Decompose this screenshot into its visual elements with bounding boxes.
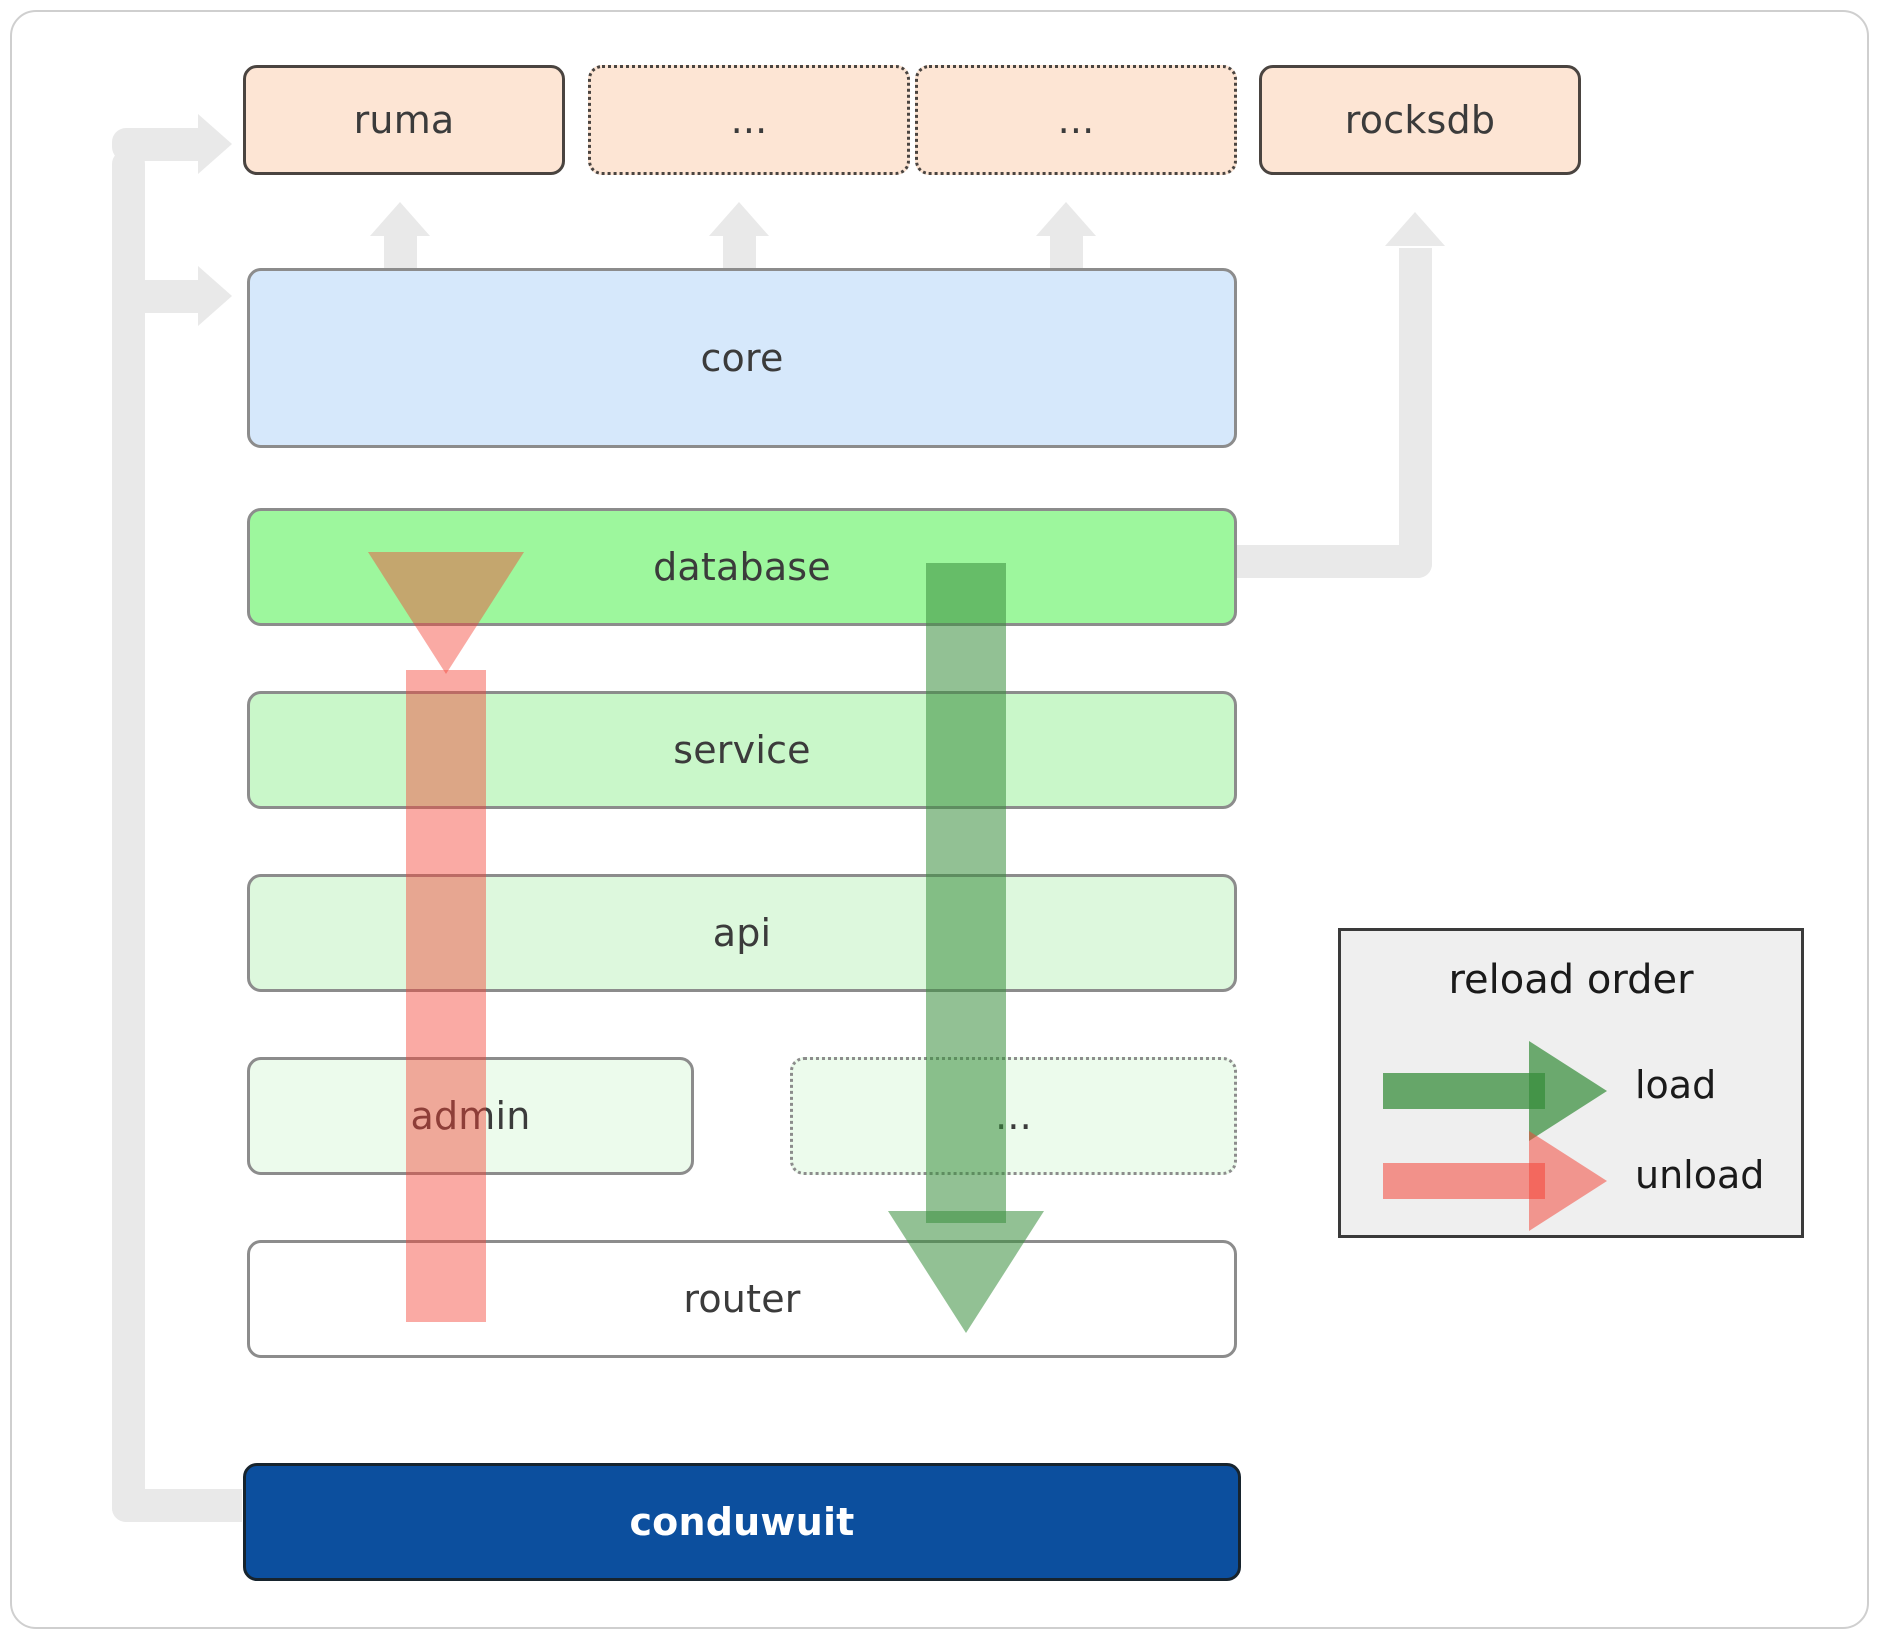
layer-label: core [700,336,784,380]
connector-branch-core [112,280,210,313]
layer-label: api [712,911,772,955]
connector-arrowhead-rocksdb [1385,212,1445,246]
connector-trunk-left [112,150,145,1522]
load-flow-arrow [850,563,1082,1343]
layer-label: admin [410,1094,531,1138]
legend-unload-arrow-shaft [1383,1163,1545,1199]
legend-entry-load: load [1383,1041,1783,1141]
connector-arrowhead-core [198,266,232,326]
layer-box-ellipsis[interactable]: ... [790,1057,1237,1175]
dependency-label: ruma [353,98,455,142]
connector-branch-ruma [112,128,210,161]
legend-unload-label: unload [1635,1153,1765,1197]
connector-database-rocksdb-vertical [1399,248,1432,578]
dependency-box-rocksdb[interactable]: rocksdb [1259,65,1581,175]
layer-label: database [653,545,831,589]
root-box-conduwuit[interactable]: conduwuit [243,1463,1241,1581]
layer-box-service[interactable]: service [247,691,1237,809]
root-label: conduwuit [629,1500,855,1544]
layer-box-core[interactable]: core [247,268,1237,448]
legend-title: reload order [1448,957,1694,1003]
dependency-label: ... [1057,98,1095,142]
connector-core-ruma-arrowhead [370,202,430,236]
legend-unload-arrowhead [1529,1131,1607,1231]
connector-core-dep3-arrowhead [1036,202,1096,236]
connector-base-root [112,1489,242,1522]
dependency-box-ellipsis-2[interactable]: ... [915,65,1237,175]
connector-arrowhead-ruma [198,114,232,174]
layer-box-admin[interactable]: admin [247,1057,694,1175]
layer-label: router [683,1277,801,1321]
legend-load-label: load [1635,1063,1717,1107]
layer-box-api[interactable]: api [247,874,1237,992]
legend-load-arrowhead [1529,1041,1607,1141]
layer-box-router[interactable]: router [247,1240,1237,1358]
connector-core-dep2-arrowhead [709,202,769,236]
unload-arrow-shaft [406,670,486,1322]
load-arrow-shaft [926,563,1006,1223]
layer-label: service [673,728,811,772]
dependency-box-ellipsis-1[interactable]: ... [588,65,910,175]
dependency-box-ruma[interactable]: ruma [243,65,565,175]
legend-panel: reload order load unload [1338,928,1804,1238]
legend-entry-unload: unload [1383,1131,1783,1231]
unload-flow-arrow [330,552,562,1322]
unload-arrowhead [368,552,524,674]
layer-box-database[interactable]: database [247,508,1237,626]
load-arrowhead [888,1211,1044,1333]
dependency-label: rocksdb [1344,98,1496,142]
dependency-label: ... [730,98,768,142]
legend-load-arrow-shaft [1383,1073,1545,1109]
